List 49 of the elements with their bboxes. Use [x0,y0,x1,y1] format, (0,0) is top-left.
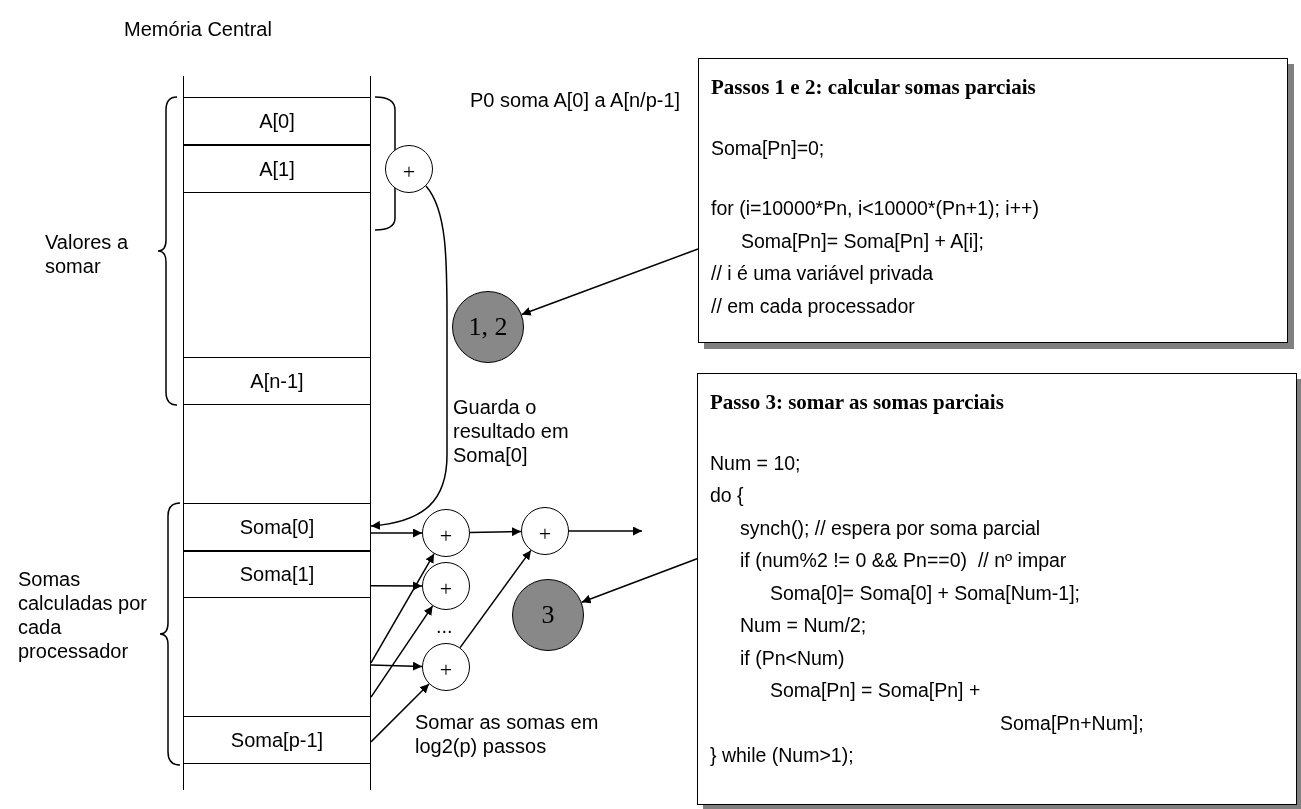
note-text: ... [436,614,454,638]
arrow [580,558,698,604]
code-heading: Passos 1 e 2: calcular somas parciais [711,74,1036,101]
arrow [520,248,699,316]
memory-cell: Soma[p-1] [183,716,371,764]
edge-label: Guarda o resultado em Soma[0] [453,395,570,467]
code-line: do { [710,483,744,508]
code-line: // i é uma variável privada [711,261,934,286]
adder-circle: + [422,509,470,557]
code-line: } while (Num>1); [710,743,854,768]
code-heading: Passo 3: somar as somas parciais [710,389,1004,416]
adder-circle: + [521,507,569,555]
code-line: Soma[Pn]= Soma[Pn] + A[i]; [741,228,984,254]
adder-circle: + [385,145,433,193]
note-text: Valores a somar [45,230,129,278]
arrow [370,683,430,743]
memory-cell: A[n-1] [183,357,371,405]
note-text: Somar as somas em log2(p) passos [415,710,600,758]
column-title: Memória Central [123,18,273,41]
arrow [370,185,448,530]
arrow [370,605,434,698]
code-line: synch(); // espera por soma parcial [740,515,1041,541]
memory-cell: A[0] [183,97,371,145]
arrow [370,553,435,664]
step-badge: 3 [512,579,584,651]
code-line: Soma[Pn] = Soma[Pn] + [770,678,981,703]
code-line: if (num%2 != 0 && Pn==0) // nº impar [740,548,1067,573]
code-line: Soma[0]= Soma[0] + Soma[Num-1]; [770,580,1080,606]
memory-cell: Soma[0] [183,503,371,551]
code-line: Soma[Pn+Num]; [1000,710,1144,736]
arrow [370,661,423,671]
arrow [370,528,423,538]
memory-cell: Soma[1] [183,551,371,598]
code-line: Soma[Pn]=0; [711,135,825,161]
arrow [370,581,423,591]
code-line: Num = Num/2; [740,613,867,638]
code-line: if (Pn<Num) [740,645,845,671]
code-line: for (i=10000*Pn, i<10000*(Pn+1); i++) [711,196,1039,221]
note-text: Somas calculadas por cada processador [18,567,148,663]
adder-circle: + [422,643,470,691]
note-text: P0 soma A[0] a A[n/p-1] [470,88,682,112]
code-line: Num = 10; [710,450,801,476]
adder-circle: + [422,562,470,610]
memory-cell: A[1] [183,145,371,193]
code-line: // em cada processador [711,293,915,319]
arrow [469,527,522,537]
step-badge: 1, 2 [452,291,524,363]
arrow [459,549,532,649]
arrow [568,526,643,536]
